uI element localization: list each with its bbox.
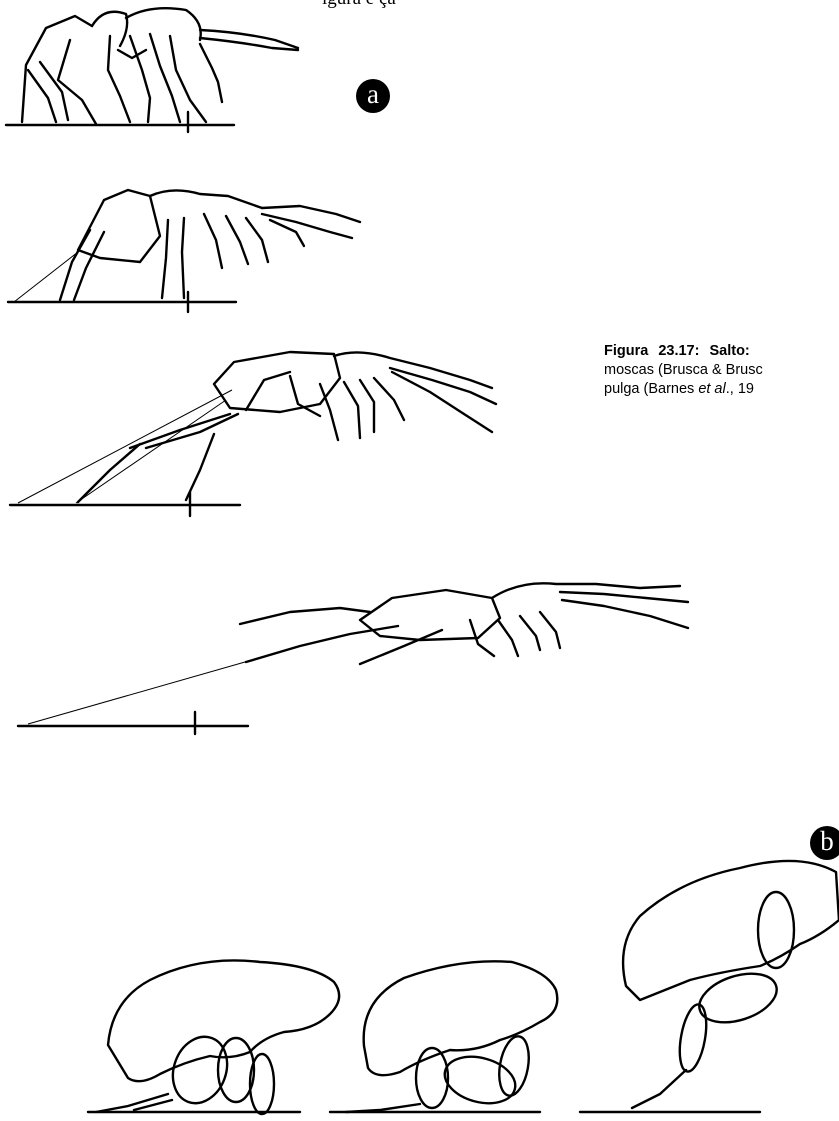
panel-label-a: a	[356, 79, 390, 113]
panel-label-b: b	[810, 826, 839, 860]
caption-line-2: moscas (Brusca & Brusc	[604, 362, 763, 378]
insect-frame-3	[10, 352, 496, 516]
caption-et-al: et al	[698, 381, 725, 397]
flea-frame-3	[580, 861, 839, 1112]
caption-line-3-end: ., 19	[726, 381, 754, 397]
figure-caption: Figura 23.17: Salto: moscas (Brusca & Br…	[604, 342, 839, 399]
caption-line-3: pulga (Barnes	[604, 381, 698, 397]
insect-frame-1	[6, 8, 298, 132]
insect-frame-2	[8, 190, 360, 312]
insect-frame-4	[18, 583, 688, 734]
flea-frame-1	[88, 960, 339, 1114]
caption-label: Figura 23.17: Salto:	[604, 343, 750, 359]
flea-frame-2	[330, 961, 557, 1112]
